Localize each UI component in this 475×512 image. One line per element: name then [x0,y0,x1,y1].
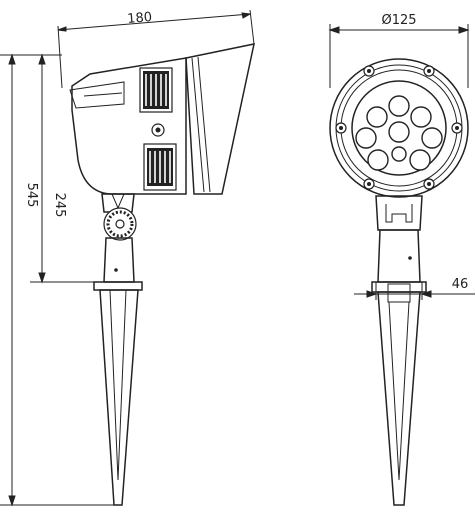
led [409,149,431,171]
dim-total-height-label: 545 [24,183,39,208]
front-stake [377,291,421,506]
led [391,146,407,162]
side-housing [71,57,187,195]
front-view [329,58,469,506]
side-heatsink-bottom [143,143,177,191]
dimension-width-180: 180 [57,9,255,89]
side-heatsink-top [139,67,173,113]
dim-lamp-height-label: 245 [52,193,67,218]
side-bracket [101,193,135,213]
front-ring-screws [335,65,463,190]
side-hood [185,43,255,195]
led [388,121,410,143]
side-post [103,237,135,283]
side-stake-flange [93,281,143,291]
led [388,95,410,117]
led [366,106,388,128]
front-post [377,229,421,283]
front-outer-ring [329,58,469,198]
led [355,127,377,149]
led [421,127,443,149]
dimension-diameter: Ø125 [328,13,470,88]
led [367,149,389,171]
led [410,106,432,128]
dim-stake-width-label: 46 [452,277,469,292]
side-stake [99,289,139,506]
side-knuckle [103,207,137,241]
dimension-lamp-height: 245 [30,53,100,284]
dim-width-label: 180 [127,10,153,27]
side-view [69,43,255,506]
front-bracket [375,195,423,231]
front-led-array [355,95,443,171]
dimension-total-height: 545 [0,53,115,507]
dim-diameter-label: Ø125 [381,13,416,28]
dimension-stake-width: 46 [354,277,475,300]
